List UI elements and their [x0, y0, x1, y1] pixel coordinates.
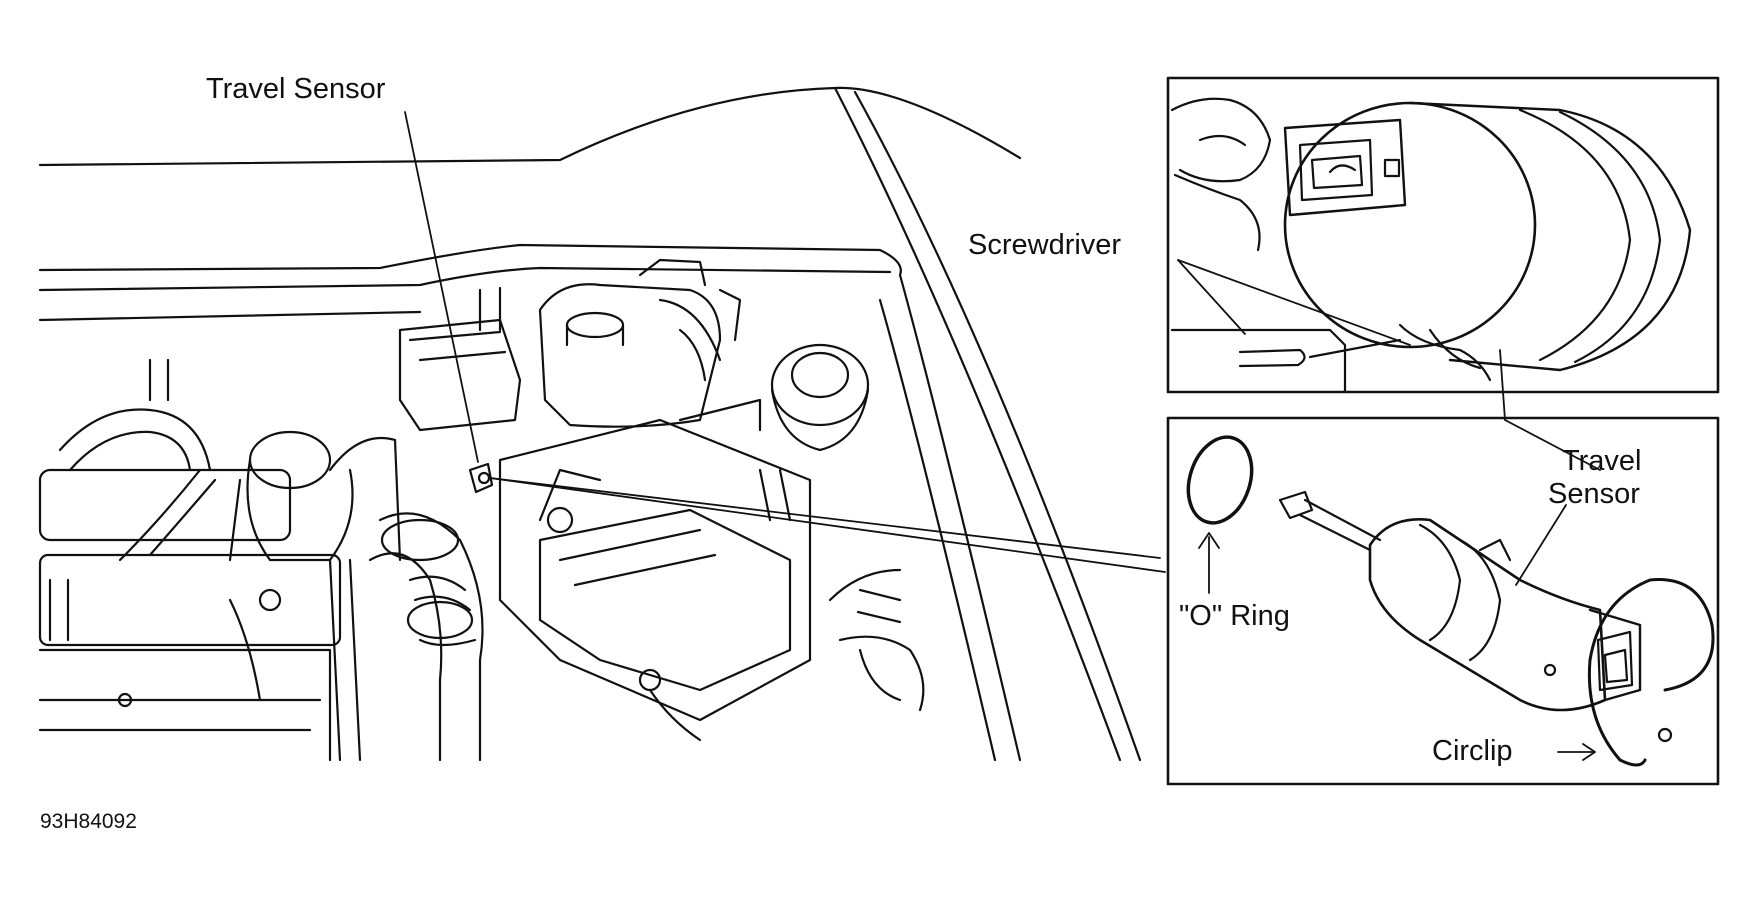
label-travel-sensor-detail-1: Travel — [1562, 445, 1642, 477]
label-travel-sensor-detail-2: Sensor — [1548, 478, 1640, 510]
detail-box-top — [1166, 76, 1720, 394]
engine-bay-illustration — [38, 86, 1142, 762]
label-circlip: Circlip — [1432, 735, 1513, 767]
detail-box-top-leaders — [1177, 259, 1411, 346]
leader-lines — [404, 111, 1166, 573]
label-o-ring: "O" Ring — [1179, 600, 1290, 632]
detail-box-bottom-leaders — [1198, 349, 1601, 761]
label-travel-sensor-main: Travel Sensor — [206, 73, 386, 105]
figure-code: 93H84092 — [40, 810, 137, 833]
detail-box-bottom — [1166, 416, 1720, 786]
label-screwdriver: Screwdriver — [968, 229, 1122, 261]
